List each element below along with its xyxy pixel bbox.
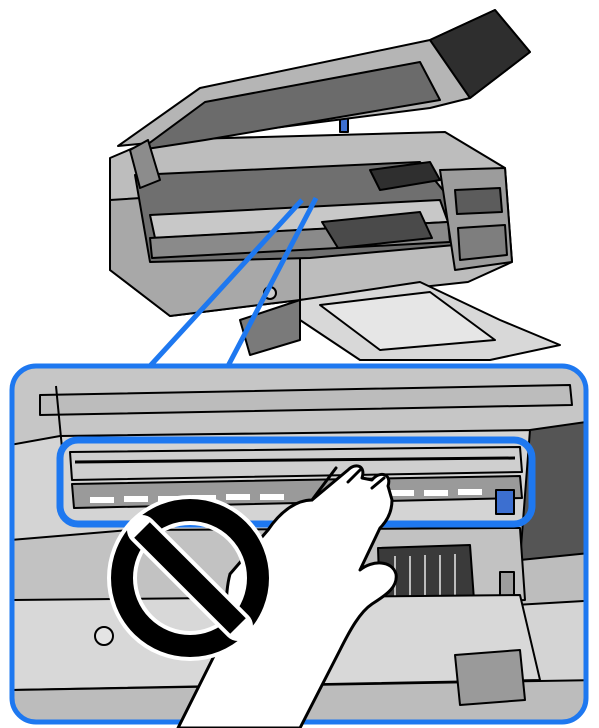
bottom-right-part — [455, 650, 525, 705]
blue-clip — [496, 490, 514, 514]
printer-overview — [110, 10, 560, 360]
bezel-button — [95, 627, 113, 645]
ink-module-slot — [455, 188, 502, 214]
ink-module-slot-lower — [458, 225, 507, 260]
